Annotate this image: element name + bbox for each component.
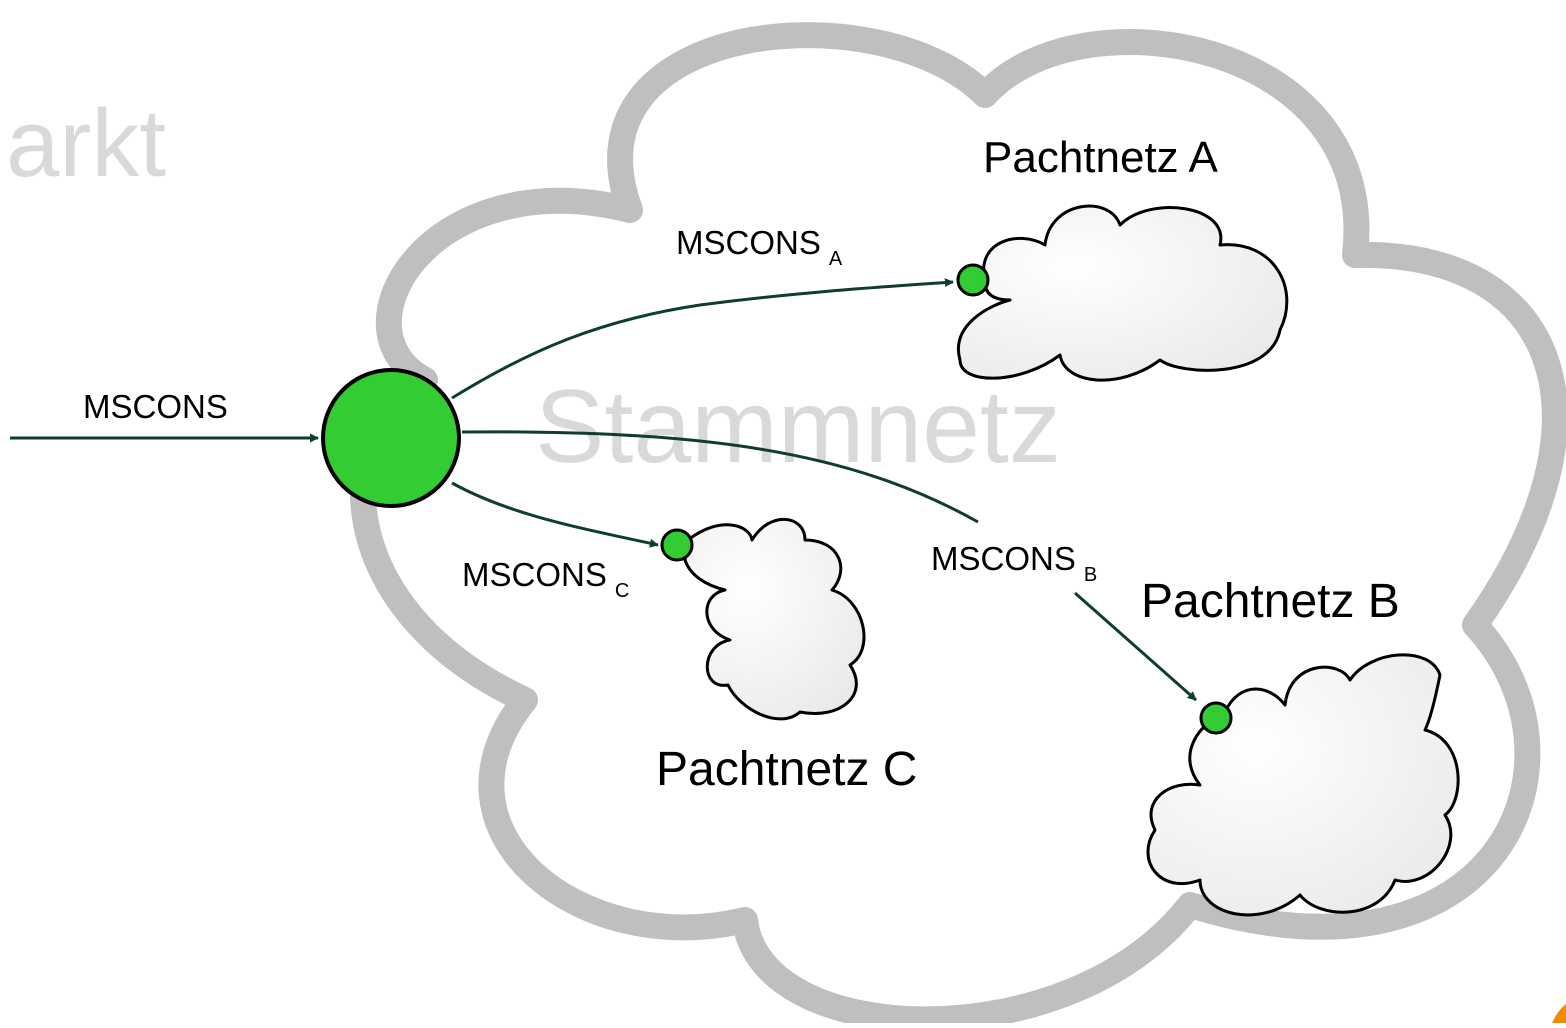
node-pachtnetz-a	[956, 263, 990, 297]
pachtnetz-a-label: Pachtnetz A	[983, 133, 1218, 182]
pachtnetz-b-label: Pachtnetz B	[1141, 575, 1400, 628]
stammnetz-cloud	[350, 22, 1566, 1028]
branch-c-arrow	[451, 481, 659, 548]
branch-b-arrow-upper	[461, 430, 979, 524]
input-arrow-label: MSCONS	[83, 388, 228, 425]
branch-b-arrow-lower	[1074, 591, 1197, 702]
pachtnetz-a-cloud	[956, 204, 1289, 382]
pachtnetz-b-cloud	[1146, 653, 1460, 917]
node-pachtnetz-b	[1199, 701, 1233, 735]
pachtnetz-c-cloud	[683, 517, 866, 721]
branch-a-arrow	[451, 278, 954, 400]
pachtnetz-c-label: Pachtnetz C	[656, 743, 917, 796]
watermark-center-text: Stammnetz	[535, 369, 1061, 485]
node-pachtnetz-c	[660, 528, 694, 562]
corner-accent	[1552, 1004, 1566, 1023]
watermark-left-text: arkt	[6, 90, 166, 197]
central-node	[321, 368, 461, 508]
